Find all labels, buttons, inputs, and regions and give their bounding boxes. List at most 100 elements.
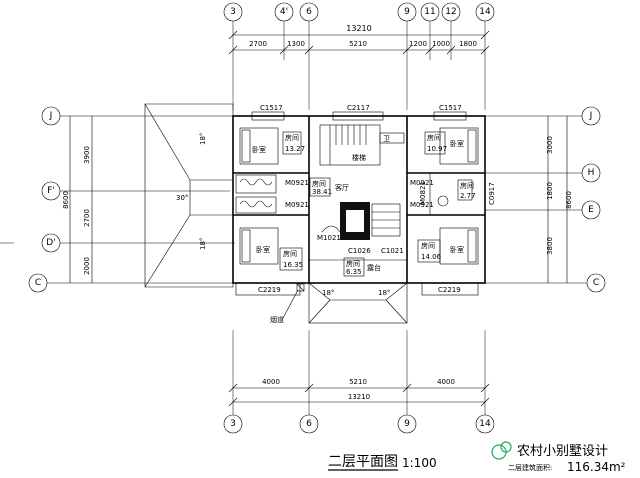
window-label-c0917: C0917 <box>488 182 496 205</box>
dim-right-total: 8600 <box>565 191 573 209</box>
dim-top-seg-2: 1300 <box>287 40 305 48</box>
window-label-c2219-right: C2219 <box>438 286 461 294</box>
center-stair: M1021 C1026 C1021 <box>317 202 404 255</box>
dim-top-seg-1: 2700 <box>249 40 267 48</box>
plan-title: 二层平面图 <box>328 454 398 470</box>
area-value: 116.34m² <box>567 460 626 474</box>
window-label-c2219-left: C2219 <box>258 286 281 294</box>
room-area-tr: 10.97 <box>427 145 447 153</box>
slope-label-3: 18° <box>199 238 207 250</box>
axis-label-left-C: C <box>35 278 41 288</box>
axis-label-top-11: 11 <box>424 7 435 17</box>
area-label: 二层建筑面积: <box>508 463 552 472</box>
room-area-tl: 13.27 <box>285 145 305 153</box>
room-label-hall: 客厅 <box>335 183 349 192</box>
dim-left-seg-2: 2700 <box>83 209 91 227</box>
window-label-c2117: C2117 <box>347 104 370 112</box>
dim-top-seg-3: 5210 <box>349 40 367 48</box>
closet-left <box>235 174 277 214</box>
dim-bottom-total: 13210 <box>348 393 370 401</box>
door-label-m0921-3: M0921 <box>410 179 434 187</box>
bedroom-top-right: 卧室 房间 10.97 <box>424 127 479 165</box>
room-tag-br: 房间 <box>421 241 435 250</box>
watermark-text: 农村小别墅设计 <box>517 444 608 459</box>
axis-label-bottom-14: 14 <box>479 419 491 429</box>
bathroom-right: M0821 房间 2.77 C0917 <box>419 179 496 207</box>
hall-note: 卫 <box>383 135 390 143</box>
axis-bubbles-top: 3 4' 6 9 11 12 14 <box>223 2 495 22</box>
room-area-bl: 16.35 <box>283 261 303 269</box>
window-label-c1021: C1021 <box>381 247 404 255</box>
plan-scale: 1:100 <box>402 456 437 470</box>
room-label-balcony: 露台 <box>367 263 381 272</box>
axis-bubbles-bottom: 3 6 9 14 <box>223 414 495 434</box>
axis-label-top-6: 6 <box>306 7 312 17</box>
room-label-bedroom-tr: 卧室 <box>450 139 464 148</box>
dim-top-seg-4: 1200 <box>409 40 427 48</box>
dim-bottom-seg-2: 5210 <box>349 378 367 386</box>
room-area-bath: 2.77 <box>460 192 476 200</box>
dim-top-seg-5: 1000 <box>432 40 450 48</box>
slope-label-4: 18° <box>322 289 334 297</box>
room-tag-bl: 房间 <box>283 249 297 258</box>
stair-label: 楼梯 <box>352 153 366 162</box>
hall-area: M0921 M0921 房间 38.41 客厅 M0921 M0921 <box>285 177 434 209</box>
slope-label-1: 18° <box>199 133 207 145</box>
room-tag-balcony: 房间 <box>346 259 360 268</box>
axis-label-right-H: H <box>588 168 595 178</box>
dimension-left: 8600 3900 2700 2000 <box>62 116 93 283</box>
dim-top-seg-6: 1800 <box>459 40 477 48</box>
dim-top-total: 13210 <box>346 24 371 33</box>
room-area-balcony: 6.35 <box>346 268 362 276</box>
watermark: 农村小别墅设计 二层建筑面积: 116.34m² <box>491 441 626 474</box>
shaft-label: 烟道 <box>270 315 284 324</box>
axis-label-left-Fp: F' <box>47 186 55 196</box>
axis-label-left-J: J <box>49 111 53 121</box>
axis-label-top-4p: 4' <box>280 7 288 17</box>
door-label-m0921-1: M0921 <box>285 179 309 187</box>
slope-label-5: 18° <box>378 289 390 297</box>
axis-label-top-12: 12 <box>445 7 456 17</box>
axis-label-right-J: J <box>589 111 593 121</box>
axis-lines-top <box>232 21 486 110</box>
door-label-m0921-4: M0921 <box>410 201 434 209</box>
dim-right-seg-3: 3800 <box>546 237 554 255</box>
room-label-bedroom-bl: 卧室 <box>256 245 270 254</box>
room-area-hall: 38.41 <box>312 188 332 196</box>
axis-label-top-14: 14 <box>479 7 491 17</box>
balcony-area: 房间 6.35 露台 <box>343 257 381 277</box>
sloped-roof-left: 18° 30° 18° <box>144 103 234 288</box>
room-tag-tr: 房间 <box>427 133 441 142</box>
window-label-c1517-right: C1517 <box>439 104 462 112</box>
porch-roof: 18° 18° 烟道 <box>270 282 408 324</box>
room-tag-bath: 房间 <box>460 181 474 190</box>
dimension-bottom: 4000 5210 4000 13210 <box>228 330 490 415</box>
bedroom-bottom-right: 卧室 房间 14.06 <box>417 227 479 265</box>
door-label-m0821: M0821 <box>419 181 427 205</box>
window-marks-top: C1517 C2117 C1517 <box>251 104 467 121</box>
room-label-bedroom-br: 卧室 <box>450 245 464 254</box>
axis-label-top-9: 9 <box>404 7 410 17</box>
axis-label-right-C: C <box>593 278 599 288</box>
bedroom-top-left: 卧室 房间 13.27 <box>239 127 305 165</box>
axis-label-left-Dp: D' <box>46 238 55 248</box>
room-tag-hall: 房间 <box>312 179 326 188</box>
axis-label-top-3: 3 <box>230 7 236 17</box>
slope-label-2: 30° <box>176 194 188 202</box>
dim-bottom-seg-1: 4000 <box>262 378 280 386</box>
dim-right-seg-1: 3000 <box>546 136 554 154</box>
room-tag-tl: 房间 <box>285 133 299 142</box>
axis-label-bottom-3: 3 <box>230 419 236 429</box>
axis-label-right-E: E <box>588 205 594 215</box>
dimension-right: 3000 1800 3800 8600 <box>546 116 573 283</box>
room-label-bedroom-tl: 卧室 <box>252 145 266 154</box>
drawing-title: 二层平面图 1:100 <box>328 454 437 471</box>
axis-label-bottom-6: 6 <box>306 419 312 429</box>
window-label-c1517-left: C1517 <box>260 104 283 112</box>
window-label-c1026: C1026 <box>348 247 371 255</box>
dimension-top: 13210 2700 1300 5210 1200 1000 1800 <box>228 24 490 55</box>
bedroom-bottom-left: 卧室 房间 16.35 <box>239 227 303 271</box>
stair-top: 楼梯 卫 <box>319 124 405 166</box>
axis-label-bottom-9: 9 <box>404 419 410 429</box>
